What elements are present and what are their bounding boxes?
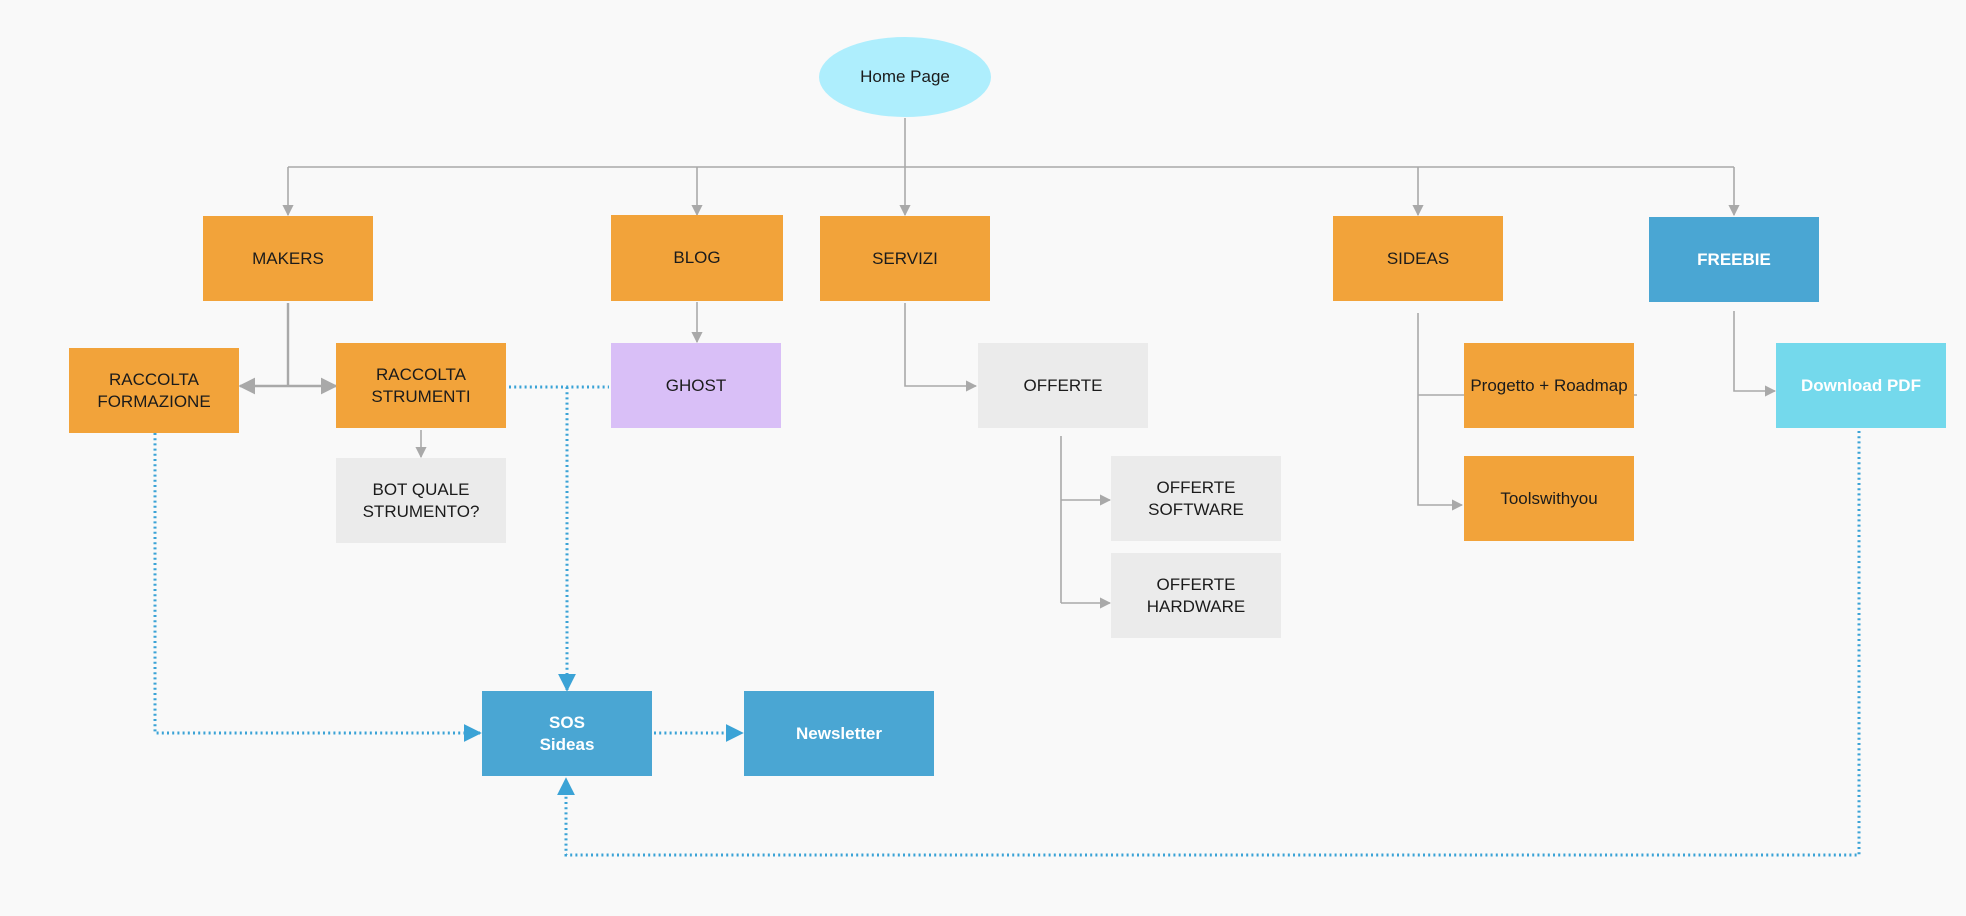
dotted-formazione-to-sos <box>153 433 482 742</box>
makers-node[interactable]: MAKERS <box>203 216 373 301</box>
toolswithyou-node[interactable]: Toolswithyou <box>1464 456 1634 541</box>
ghost-node[interactable]: GHOST <box>611 343 781 428</box>
sos-sideas-node[interactable]: SOS Sideas <box>482 691 652 776</box>
sideas-node[interactable]: SIDEAS <box>1333 216 1503 301</box>
progetto-roadmap-node[interactable]: Progetto + Roadmap <box>1464 343 1634 428</box>
servizi-node[interactable]: SERVIZI <box>820 216 990 301</box>
makers-connectors <box>238 303 338 395</box>
bot-quale-strumento-node[interactable]: BOT QUALE STRUMENTO? <box>336 458 506 543</box>
connector-to-offerte <box>904 303 978 392</box>
offerte-software-node[interactable]: OFFERTE SOFTWARE <box>1111 456 1281 541</box>
connector-to-download <box>1733 311 1777 397</box>
dotted-flows <box>153 385 1861 857</box>
newsletter-node[interactable]: Newsletter <box>744 691 934 776</box>
freebie-node[interactable]: FREEBIE <box>1649 217 1819 302</box>
offerte-hardware-node[interactable]: OFFERTE HARDWARE <box>1111 553 1281 638</box>
offerte-node[interactable]: OFFERTE <box>978 343 1148 428</box>
raccolta-formazione-node[interactable]: RACCOLTA FORMAZIONE <box>69 348 239 433</box>
home-connectors <box>282 118 1740 217</box>
home-page-node[interactable]: Home Page <box>819 37 991 117</box>
connector-sideas-trunk <box>1417 313 1464 511</box>
blog-node[interactable]: BLOG <box>611 215 783 301</box>
download-pdf-node[interactable]: Download PDF <box>1776 343 1946 428</box>
raccolta-strumenti-node[interactable]: RACCOLTA STRUMENTI <box>336 343 506 428</box>
